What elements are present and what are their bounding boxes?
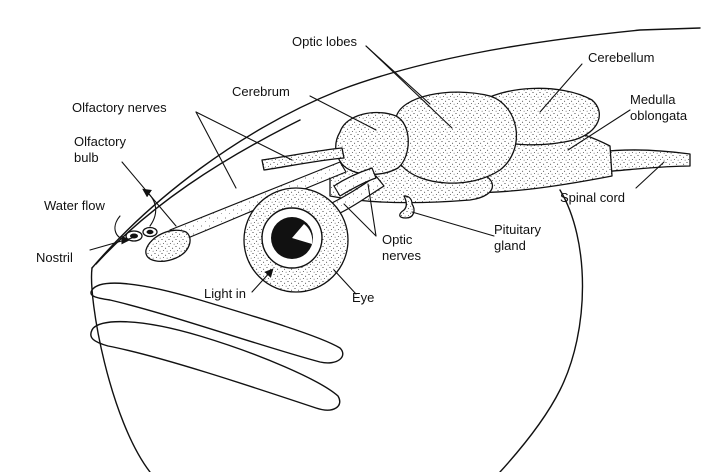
brain xyxy=(169,87,691,243)
nostril-openings xyxy=(125,226,158,242)
upper-lip xyxy=(90,282,344,364)
label-olfactory-nerves: Olfactory nerves xyxy=(72,100,167,115)
lower-jaw xyxy=(90,320,341,411)
pupil-highlight xyxy=(292,224,313,244)
olfactory-nerve-long xyxy=(169,161,347,243)
leader-lines xyxy=(89,45,665,295)
label-optic-nerves-line1: Optic xyxy=(382,232,413,247)
eye xyxy=(243,187,349,293)
optic-nerve-2 xyxy=(333,167,377,197)
olfactory-bulb xyxy=(145,229,191,262)
label-light-in: Light in xyxy=(204,286,246,301)
light-in-arrow xyxy=(251,268,274,293)
dorsal-profile xyxy=(91,27,701,269)
label-olfactory-bulb-line1: Olfactory xyxy=(74,134,127,149)
cerebrum xyxy=(335,111,409,176)
label-medulla-line2: oblongata xyxy=(630,108,688,123)
label-cerebellum: Cerebellum xyxy=(588,50,654,65)
label-optic-lobes: Optic lobes xyxy=(292,34,358,49)
label-olfactory-bulb-line2: bulb xyxy=(74,150,99,165)
spinal-cord xyxy=(599,149,691,173)
label-eye: Eye xyxy=(352,290,374,305)
chin-line xyxy=(90,267,151,472)
label-nostril: Nostril xyxy=(36,250,73,265)
olfactory-nerve-upper xyxy=(261,147,345,171)
operculum xyxy=(499,189,584,472)
label-water-flow: Water flow xyxy=(44,198,106,213)
olfactory-organ xyxy=(114,188,191,262)
label-optic-nerves-line2: nerves xyxy=(382,248,422,263)
optic-lobes xyxy=(392,91,518,184)
label-medulla-line1: Medulla xyxy=(630,92,676,107)
label-cerebrum: Cerebrum xyxy=(232,84,290,99)
pituitary-gland xyxy=(399,195,415,219)
label-spinal-cord: Spinal cord xyxy=(560,190,625,205)
label-pituitary-line2: gland xyxy=(494,238,526,253)
label-pituitary-line1: Pituitary xyxy=(494,222,541,237)
labels: Optic lobes Cerebellum Cerebrum Medulla … xyxy=(36,34,688,305)
optic-nerve-1 xyxy=(329,175,385,215)
